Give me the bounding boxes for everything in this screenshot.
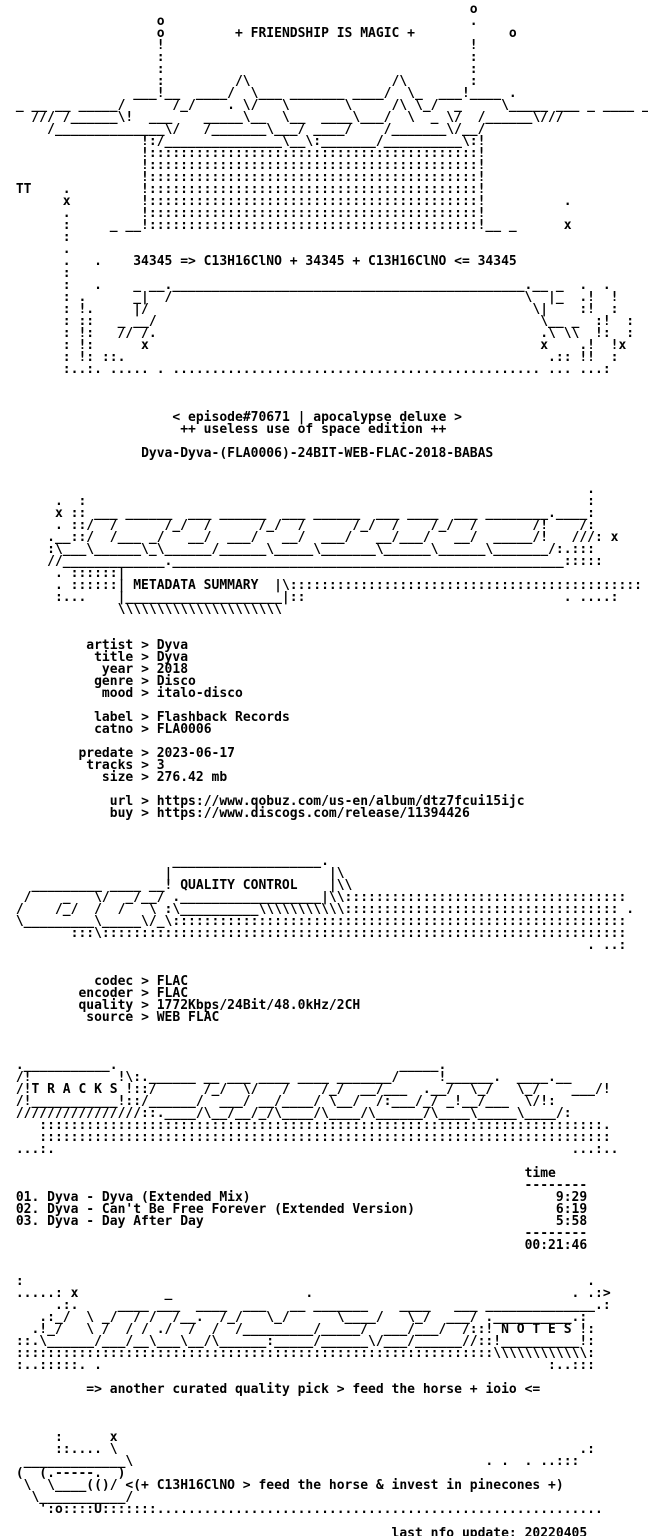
field-value-source: WEB FLAC — [156, 1010, 220, 1025]
last-update: last nfo update: 20220405 — [391, 1526, 588, 1536]
field-value-size: 276.42 mb — [156, 770, 228, 785]
field-key-buy: buy — [70, 806, 134, 821]
field-value-tracks: 3 — [156, 758, 165, 773]
field-key-codec: codec — [70, 974, 134, 989]
footer-slogan: <(+ C13H16ClNO > feed the horse & invest… — [125, 1478, 564, 1493]
field-key-url: url — [70, 794, 134, 809]
field-value-buy: https://www.discogs.com/release/11394426 — [156, 806, 470, 821]
track-number: 02. — [15, 1202, 40, 1217]
field-key-encoder: encoder — [70, 986, 134, 1001]
notes-section-title: N O T E S — [501, 1322, 572, 1337]
field-key-tracks: tracks — [70, 758, 134, 773]
track-time: 5:58 — [555, 1214, 588, 1229]
episode-line: < episode#70671 | apocalypse deluxe > — [172, 410, 462, 425]
field-value-quality: 1772Kbps/24Bit/48.0kHz/2CH — [156, 998, 361, 1013]
tracks-total-time: 00:21:46 — [524, 1238, 588, 1253]
formula-line: 34345 => C13H16ClNO + 34345 + C13H16ClNO… — [133, 254, 517, 269]
field-value-url: https://www.qobuz.com/us-en/album/dtz7fc… — [156, 794, 525, 809]
field-key-label: label — [70, 710, 134, 725]
track-title: Dyva - Dyva (Extended Mix) — [47, 1190, 251, 1205]
field-value-codec: FLAC — [156, 974, 189, 989]
track-title: Dyva - Can't Be Free Forever (Extended V… — [47, 1202, 415, 1217]
field-key-predate: predate — [70, 746, 134, 761]
edition-line: ++ useless use of space edition ++ — [180, 422, 447, 437]
release-name: Dyva-Dyva-(FLA0006)-24BIT-WEB-FLAC-2018-… — [141, 446, 494, 461]
field-value-genre: Disco — [156, 674, 196, 689]
field-key-source: source — [70, 1010, 134, 1025]
field-key-year: year — [70, 662, 134, 677]
field-value-catno: FLA0006 — [156, 722, 212, 737]
tracks-section-title: T R A C K S — [31, 1082, 118, 1097]
track-number: 01. — [15, 1190, 40, 1205]
notes-text: => another curated quality pick > feed t… — [86, 1382, 541, 1397]
field-value-encoder: FLAC — [156, 986, 189, 1001]
field-key-catno: catno — [70, 722, 134, 737]
track-time: 9:29 — [555, 1190, 588, 1205]
tracks-time-header: time — [524, 1166, 556, 1181]
field-key-genre: genre — [70, 674, 134, 689]
quality-section-title: QUALITY CONTROL — [180, 878, 298, 893]
field-value-predate: 2023-06-17 — [156, 746, 236, 761]
field-key-title: title — [70, 650, 134, 665]
field-value-mood: italo-disco — [156, 686, 243, 701]
field-value-artist: Dyva — [156, 638, 189, 653]
track-number: 03. — [15, 1214, 40, 1229]
field-value-year: 2018 — [156, 662, 189, 677]
field-value-label: Flashback Records — [156, 710, 290, 725]
track-title: Dyva - Day After Day — [47, 1214, 204, 1229]
field-key-size: size — [70, 770, 134, 785]
metadata-section-title: METADATA SUMMARY — [133, 578, 259, 593]
field-key-mood: mood — [70, 686, 134, 701]
track-time: 6:19 — [555, 1202, 588, 1217]
field-key-artist: artist — [70, 638, 134, 653]
field-key-quality: quality — [70, 998, 134, 1013]
banner-title: + FRIENDSHIP IS MAGIC + — [234, 26, 415, 41]
field-value-title: Dyva — [156, 650, 189, 665]
